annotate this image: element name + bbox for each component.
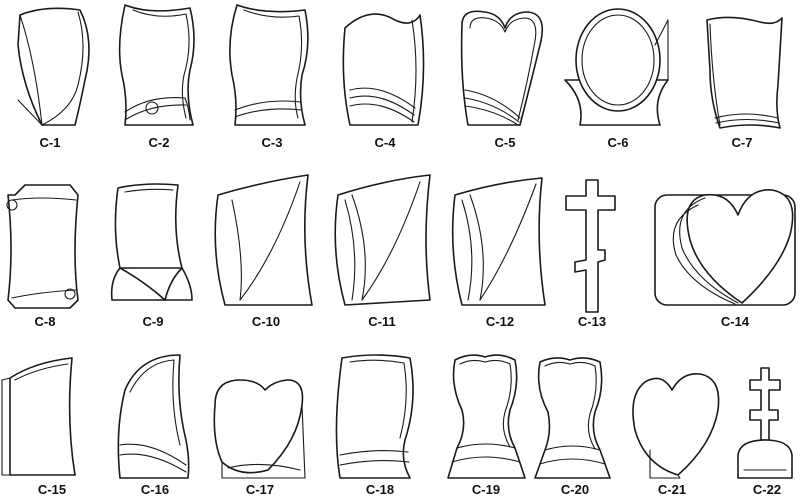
code-label-c13: C-13 [578,314,606,329]
monument-c11: C-11 [334,174,431,329]
monument-c4: C-4 [342,13,425,150]
monument-c9: C-9 [110,183,193,329]
code-label-c5: C-5 [495,135,516,150]
code-label-c21: C-21 [658,482,686,497]
monument-c20: C-20 [534,357,611,497]
monument-c17: C-17 [213,379,306,497]
code-label-c20: C-20 [561,482,589,497]
monument-c6: C-6 [564,8,669,150]
code-label-c19: C-19 [472,482,500,497]
code-label-c8: C-8 [35,314,56,329]
code-label-c11: C-11 [368,314,395,329]
monument-c2: C-2 [118,4,195,150]
code-label-c16: C-16 [141,482,169,497]
code-label-c1: C-1 [40,135,61,150]
monument-c7: C-7 [706,16,783,150]
monument-c19: C-19 [447,354,526,497]
code-label-c6: C-6 [608,135,629,150]
code-label-c7: C-7 [732,135,753,150]
monument-c5: C-5 [460,10,544,150]
code-label-c2: C-2 [149,135,170,150]
code-label-c10: C-10 [252,314,280,329]
monument-c1: C-1 [17,7,90,150]
code-label-c15: C-15 [38,482,66,497]
monument-c18: C-18 [335,354,414,497]
monument-c15: C-15 [1,357,76,497]
code-label-c22: C-22 [753,482,781,497]
code-label-c12: C-12 [486,314,514,329]
monument-c8: C-8 [6,184,79,329]
monument-c12: C-12 [451,177,546,329]
monument-c13: C-13 [565,179,616,329]
monument-c14: C-14 [654,189,796,329]
monument-c22: C-22 [737,367,793,497]
monument-c21: C-21 [632,373,720,497]
monument-c3: C-3 [229,4,309,150]
code-label-c9: C-9 [143,314,164,329]
code-label-c18: C-18 [366,482,394,497]
monument-c16: C-16 [117,354,190,497]
code-label-c4: C-4 [375,135,397,150]
code-label-c17: C-17 [246,482,274,497]
monument-c10: C-10 [214,174,313,329]
code-label-c3: C-3 [262,135,283,150]
code-label-c14: C-14 [721,314,750,329]
